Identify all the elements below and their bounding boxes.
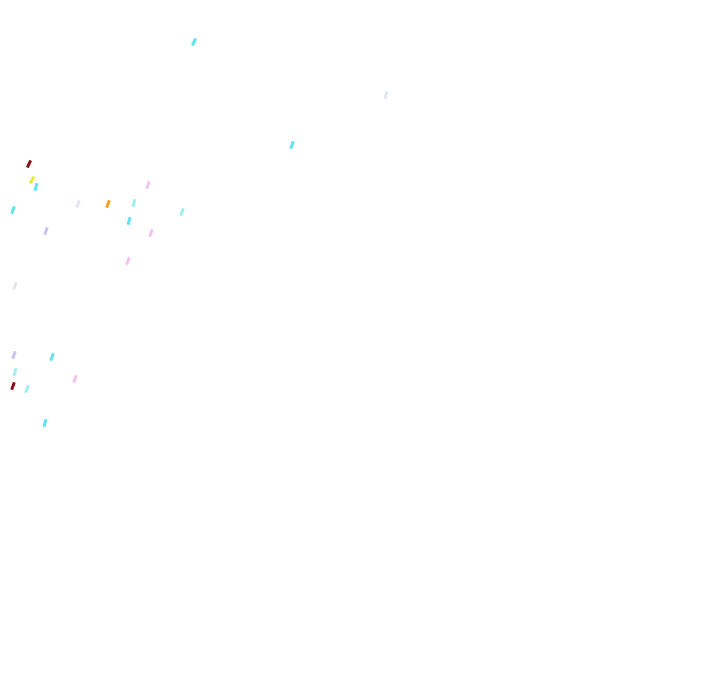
confetti-piece-icon	[26, 160, 32, 168]
confetti-piece-icon	[126, 216, 132, 226]
confetti-piece-icon	[148, 228, 154, 238]
confetti-piece-icon	[12, 367, 18, 377]
confetti-piece-icon	[383, 90, 389, 100]
confetti-piece-icon	[42, 418, 48, 428]
confetti-piece-icon	[28, 176, 36, 184]
confetti-piece-icon	[49, 352, 55, 362]
confetti-piece-icon	[11, 350, 17, 360]
confetti-piece-icon	[131, 198, 137, 208]
confetti-piece-icon	[24, 384, 30, 394]
confetti-piece-icon	[289, 140, 295, 150]
confetti-piece-icon	[10, 381, 16, 391]
confetti-piece-icon	[191, 38, 197, 46]
confetti-piece-icon	[12, 281, 18, 291]
confetti-piece-icon	[43, 226, 49, 236]
confetti-piece-icon	[10, 205, 16, 215]
confetti-piece-icon	[75, 199, 81, 209]
confetti-piece-icon	[105, 199, 111, 209]
confetti-piece-icon	[33, 182, 39, 192]
confetti-piece-icon	[179, 207, 185, 217]
confetti-piece-icon	[145, 180, 151, 190]
confetti-piece-icon	[72, 374, 78, 384]
confetti-piece-icon	[125, 256, 131, 266]
